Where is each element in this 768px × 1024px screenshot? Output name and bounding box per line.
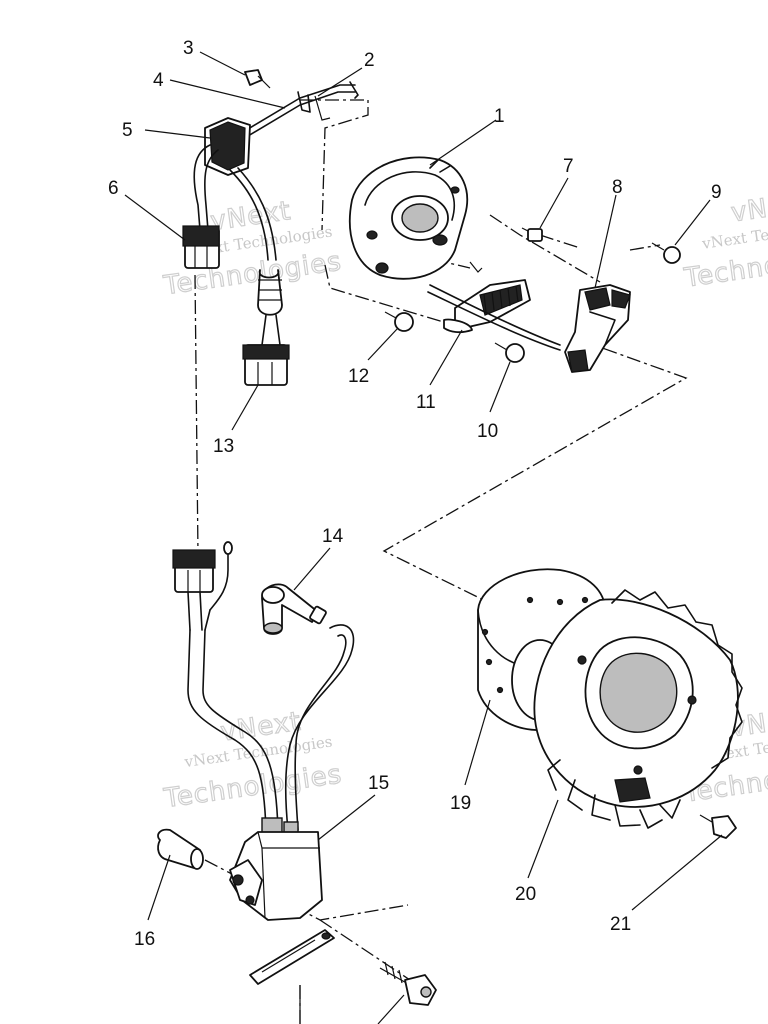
screw-9 xyxy=(651,242,681,264)
callout-8: 8 xyxy=(612,177,623,198)
callout-1: 1 xyxy=(494,106,505,127)
callout-9: 9 xyxy=(711,182,722,203)
callout-labels: 3 2 4 5 6 1 7 8 9 12 11 10 13 14 15 16 1… xyxy=(108,38,722,950)
screw-7 xyxy=(521,227,543,242)
screw-21 xyxy=(699,814,737,839)
spark-plug-cap-14 xyxy=(261,583,327,635)
callout-14: 14 xyxy=(322,526,344,547)
callout-13: 13 xyxy=(213,436,234,457)
callout-7: 7 xyxy=(563,156,574,177)
fan-20 xyxy=(533,589,743,829)
leader-lines xyxy=(124,51,723,1024)
callout-16: 16 xyxy=(134,929,155,950)
bolt-18 xyxy=(379,961,437,1006)
spacer-16 xyxy=(157,828,204,870)
ignition-coil-15 xyxy=(229,831,323,921)
callout-6: 6 xyxy=(108,178,119,199)
screw-12 xyxy=(384,311,414,332)
callout-12: 12 xyxy=(348,366,369,387)
callout-15: 15 xyxy=(368,773,389,794)
wire-harness xyxy=(193,81,359,261)
callout-2: 2 xyxy=(364,50,375,71)
stator-plate-1 xyxy=(348,156,469,280)
callout-20: 20 xyxy=(515,884,536,905)
callout-10: 10 xyxy=(477,421,498,442)
callout-19: 19 xyxy=(450,793,471,814)
watermark-top-left: vNext vNext Technologies Technologies xyxy=(161,195,345,301)
lower-connector xyxy=(172,541,233,631)
callout-3: 3 xyxy=(183,38,194,59)
bracket-17 xyxy=(249,929,335,985)
callout-4: 4 xyxy=(153,70,164,91)
watermark-mid-left: vNext vNext Technologies Technologies xyxy=(161,706,345,815)
screw-10 xyxy=(494,342,525,363)
connector-13 xyxy=(242,269,290,386)
charge-coil-8 xyxy=(564,284,631,373)
alignment-lines xyxy=(194,99,688,1024)
callout-5: 5 xyxy=(122,120,133,141)
callout-11: 11 xyxy=(416,392,436,413)
callout-21: 21 xyxy=(610,914,631,935)
svg-text:vNext: vNext xyxy=(729,187,768,228)
exciter-coil-11 xyxy=(427,261,561,351)
bolt-3 xyxy=(244,69,271,89)
connector-6 xyxy=(182,225,220,269)
